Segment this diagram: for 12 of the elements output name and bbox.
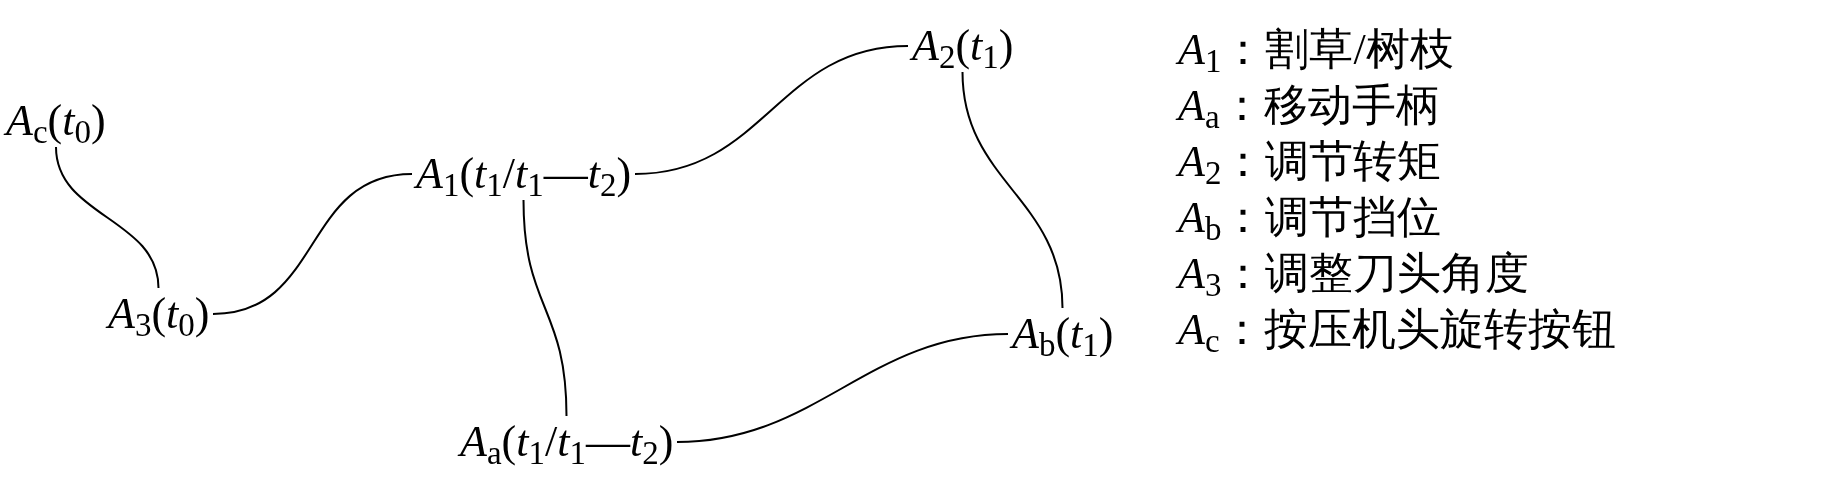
curved-connector	[961, 71, 1064, 309]
node-label: A$_{2}$(t$_{1}$)	[908, 20, 1018, 72]
curved-connector	[634, 45, 909, 175]
curved-connector	[55, 146, 160, 289]
node-label: A$_{a}$(t$_{1}$/t$_{1}$—t$_{2}$)	[456, 416, 678, 468]
curved-connector	[212, 173, 413, 315]
curved-connector	[676, 333, 1009, 443]
curved-connector	[522, 199, 568, 417]
node-label: A$_{c}$(t$_{0}$)	[2, 95, 110, 147]
node-label: A$_{b}$(t$_{1}$)	[1008, 308, 1118, 360]
node-label: A$_{1}$(t$_{1}$/t$_{1}$—t$_{2}$)	[412, 148, 636, 200]
node-label: A$_{3}$(t$_{0}$)	[104, 288, 214, 340]
